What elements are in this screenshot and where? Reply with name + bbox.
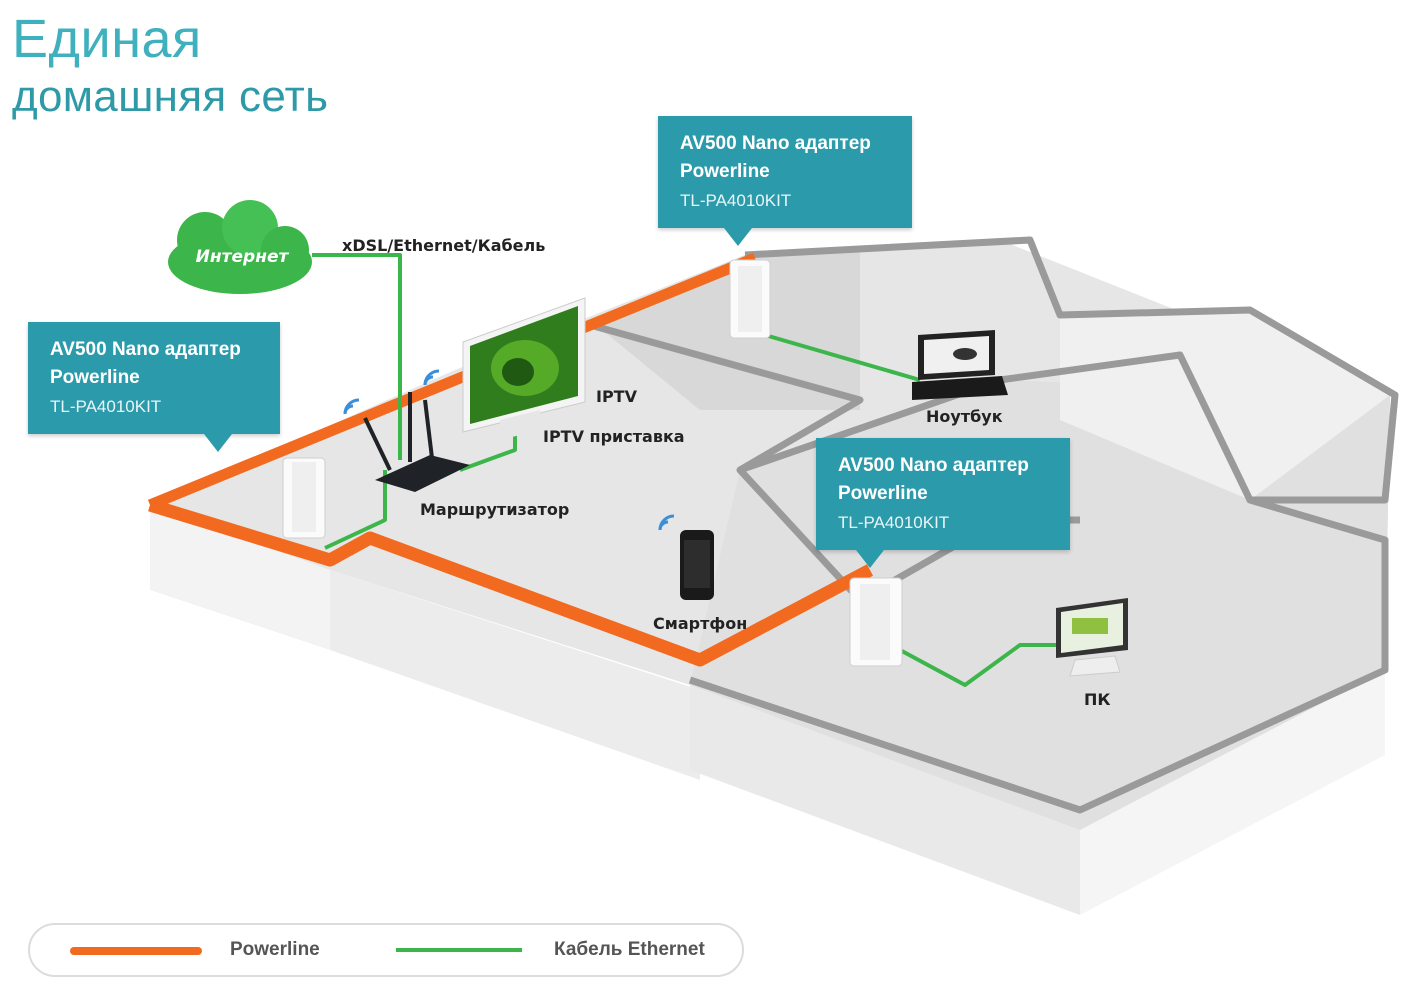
heading-line2: домашняя сеть: [12, 72, 329, 121]
powerline-adapter-icon: [729, 259, 771, 339]
building-base: [150, 505, 1385, 915]
powerline-swatch: [70, 947, 202, 955]
legend: Powerline Кабель Ethernet: [28, 923, 744, 977]
adapter-callout: AV500 Nano адаптер Powerline TL-PA4010KI…: [28, 322, 280, 452]
tv-icon: [462, 297, 586, 440]
pc-icon: [1056, 598, 1128, 677]
router-label: Маршрутизатор: [420, 500, 570, 519]
callout-model: TL-PA4010KIT: [838, 513, 950, 532]
heading-line1: Единая: [12, 9, 202, 69]
callout-title: AV500 Nano адаптер: [50, 339, 241, 360]
powerline-wiring-upper: [147, 252, 758, 511]
laptop-icon: [912, 330, 1008, 400]
legend-ethernet-label: Кабель Ethernet: [554, 939, 705, 960]
wifi-icon: [343, 369, 675, 531]
callout-model: TL-PA4010KIT: [680, 191, 792, 210]
legend-powerline-label: Powerline: [230, 939, 320, 960]
pc-label: ПК: [1084, 690, 1111, 709]
powerline-adapter-icon: [849, 577, 903, 667]
internet-cloud-icon: Интернет: [168, 200, 312, 294]
callout-title: AV500 Nano адаптер: [838, 455, 1029, 476]
smartphone-icon: [680, 530, 714, 600]
powerline-wiring: [148, 498, 874, 667]
iptv-label: IPTV: [596, 387, 637, 406]
callout-model: TL-PA4010KIT: [50, 397, 162, 416]
ethernet-swatch: [396, 948, 522, 952]
adapter-callout: AV500 Nano адаптер Powerline TL-PA4010KI…: [816, 438, 1070, 568]
router-icon: [363, 392, 470, 492]
callout-subtitle: Powerline: [680, 161, 770, 182]
callout-title: AV500 Nano адаптер: [680, 133, 871, 154]
adapter-callout: AV500 Nano адаптер Powerline TL-PA4010KI…: [658, 116, 912, 246]
callout-subtitle: Powerline: [50, 367, 140, 388]
smartphone-label: Смартфон: [653, 614, 748, 633]
callout-subtitle: Powerline: [838, 483, 928, 504]
cloud-label: Интернет: [196, 247, 290, 267]
wan-label: xDSL/Ethernet/Кабель: [342, 236, 546, 255]
laptop-label: Ноутбук: [926, 407, 1003, 426]
powerline-adapter-icon: [282, 457, 326, 539]
iptv-box-label: IPTV приставка: [543, 427, 685, 446]
